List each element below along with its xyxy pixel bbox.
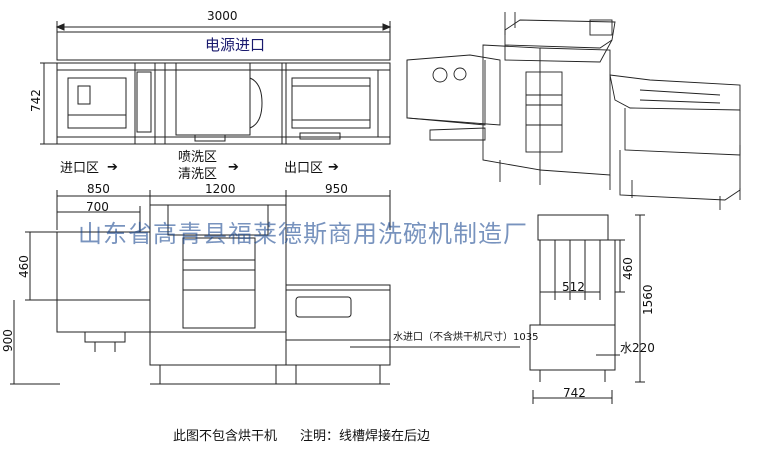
dim-700-label: 700 xyxy=(86,200,109,214)
dim-512-label: 512 xyxy=(562,280,585,294)
dim-1560-label: 1560 xyxy=(641,284,655,315)
power-inlet-label: 电源进口 xyxy=(205,36,266,54)
company-watermark: 山东省高青县福莱德斯商用洗碗机制造厂 xyxy=(78,220,528,248)
zone-spray-label: 喷洗区 xyxy=(178,150,218,165)
dim-742-top-label: 742 xyxy=(29,89,43,112)
water-inlet-note: 水进口（不含烘干机尺寸）1035 xyxy=(393,332,539,343)
zone-inlet-arrow: ➔ xyxy=(107,160,118,175)
dim-3000-label: 3000 xyxy=(207,9,238,23)
water-220-label: 水220 xyxy=(620,341,655,355)
note-no-dryer: 此图不包含烘干机 xyxy=(173,429,278,444)
control-panel xyxy=(167,204,269,236)
isometric-machine xyxy=(406,12,741,210)
power-inlet-box xyxy=(56,31,391,61)
side-hood-top xyxy=(537,214,609,241)
dim-850-label: 850 xyxy=(87,182,110,196)
zone-spray-arrow: ➔ xyxy=(228,160,239,175)
dim-950-label: 950 xyxy=(325,182,348,196)
dim-1200-label: 1200 xyxy=(205,182,236,196)
zone-outlet-label: 出口区 xyxy=(284,161,324,176)
top-view-outline xyxy=(56,62,391,145)
outlet-window xyxy=(295,296,352,318)
zone-rinse-label: 清洗区 xyxy=(178,167,218,182)
dim-900-label: 900 xyxy=(1,329,15,352)
zone-inlet-label: 进口区 xyxy=(60,161,100,176)
spray-hood-top xyxy=(175,62,251,136)
machine-door xyxy=(182,237,256,329)
dim-460-side-label: 460 xyxy=(621,257,635,280)
zone-outlet-arrow: ➔ xyxy=(328,160,339,175)
note-wire-trough: 注明：线槽焊接在后边 xyxy=(300,429,431,444)
dim-742-side-label: 742 xyxy=(563,386,586,400)
dim-460-front-label: 460 xyxy=(17,255,31,278)
side-lower-body xyxy=(529,324,616,371)
